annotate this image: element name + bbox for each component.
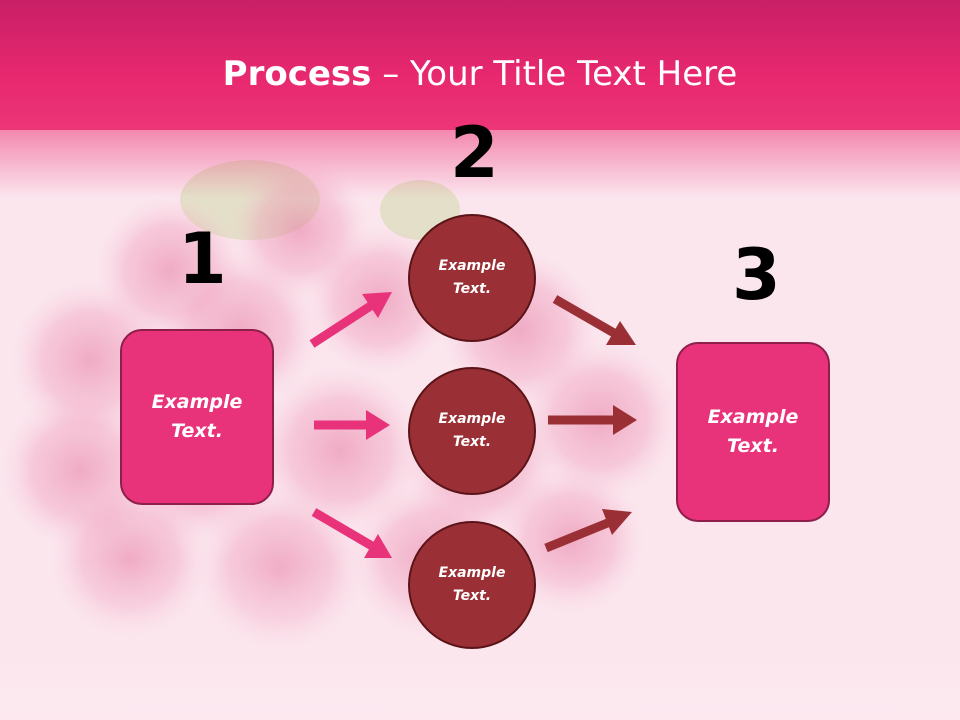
- header-bar: [0, 0, 960, 130]
- step-1-text: Example Text.: [151, 391, 243, 442]
- step-1-box: Example Text.: [120, 329, 274, 505]
- step-2-circle-middle: Example Text.: [408, 367, 536, 495]
- title-rest: Your Title Text Here: [410, 54, 738, 94]
- arrow-1-to-top: [309, 292, 392, 348]
- arrow-top-to-3: [552, 295, 636, 345]
- step-number-2: 2: [450, 112, 499, 194]
- step-3-text: Example Text.: [707, 406, 799, 457]
- circle-top-text: Example Text.: [438, 258, 506, 297]
- arrow-bottom-to-3: [544, 509, 632, 553]
- header-fade: [0, 128, 960, 198]
- slide-title: Process – Your Title Text Here: [0, 52, 960, 96]
- step-2-circle-bottom: Example Text.: [408, 521, 536, 649]
- arrow-middle-to-3: [548, 405, 637, 435]
- arrow-1-to-bottom: [311, 508, 392, 558]
- title-bold: Process: [222, 54, 372, 94]
- step-3-box: Example Text.: [676, 342, 830, 522]
- arrow-1-to-middle: [314, 410, 390, 440]
- step-2-circle-top: Example Text.: [408, 214, 536, 342]
- step-number-1: 1: [178, 218, 227, 300]
- step-number-3: 3: [732, 234, 781, 316]
- circle-middle-text: Example Text.: [438, 411, 506, 450]
- circle-bottom-text: Example Text.: [438, 565, 506, 604]
- title-dash: –: [382, 54, 400, 94]
